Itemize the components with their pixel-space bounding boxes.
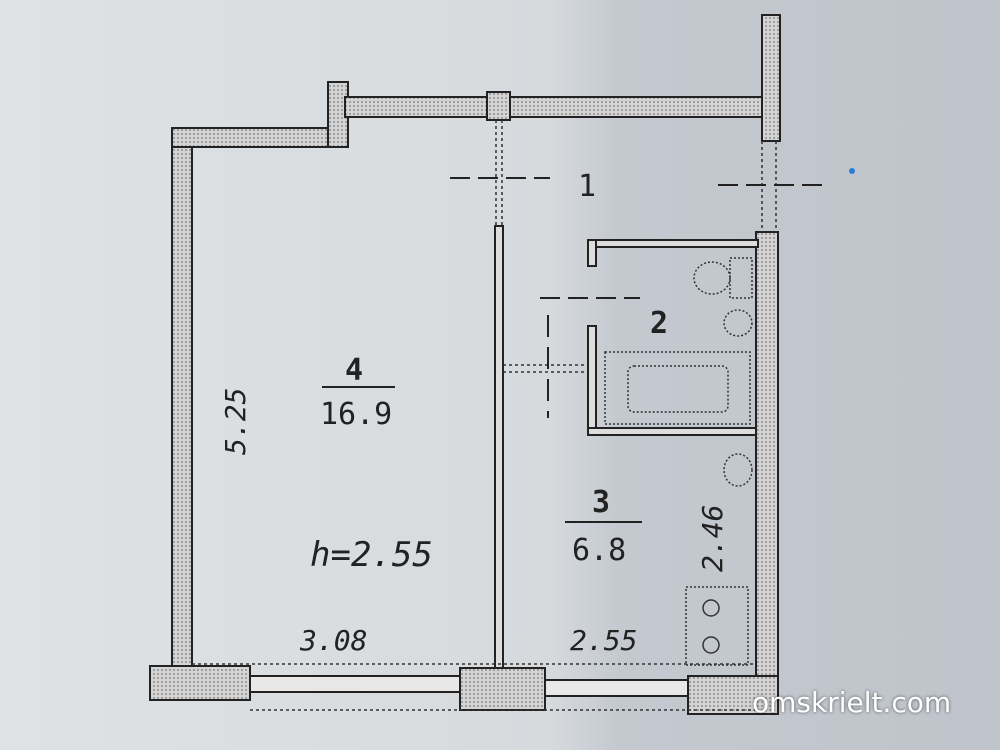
fixtures <box>604 257 753 666</box>
room-4-width: 3.08 <box>299 624 367 657</box>
area-fraction-lines <box>322 386 642 523</box>
sink-bath <box>723 309 753 337</box>
kitchen-sink <box>723 453 753 487</box>
stove <box>685 586 749 666</box>
wall-block-left <box>149 665 251 701</box>
wall-right <box>755 231 779 703</box>
dashed-lines <box>192 120 777 711</box>
watermark: omskrielt.com <box>752 686 952 719</box>
room-3-length: 2.46 <box>696 505 729 572</box>
wall-post <box>486 91 511 121</box>
wall-top-right <box>761 14 781 142</box>
partitions <box>494 225 759 669</box>
wall-block-middle <box>459 667 546 711</box>
room-2-number: 2 <box>650 306 668 341</box>
section-marks <box>450 177 825 418</box>
room-4-area: 16.9 <box>320 397 392 432</box>
ceiling-height: h=2.55 <box>310 535 433 575</box>
walls <box>149 14 781 715</box>
room-4-number: 4 <box>345 353 363 388</box>
room-3-width: 2.55 <box>570 624 637 657</box>
wall-block-right <box>687 675 779 715</box>
wall-top <box>344 96 766 118</box>
bathtub <box>604 351 751 425</box>
windows <box>249 675 689 697</box>
room-3-number: 3 <box>592 485 610 520</box>
room-3-area: 6.8 <box>572 533 626 568</box>
room-1-number: 1 <box>578 169 596 204</box>
wall-top-left <box>171 127 349 148</box>
room-4-length: 5.25 <box>219 388 252 455</box>
wall-left <box>171 127 193 671</box>
blue-dot <box>849 168 855 174</box>
